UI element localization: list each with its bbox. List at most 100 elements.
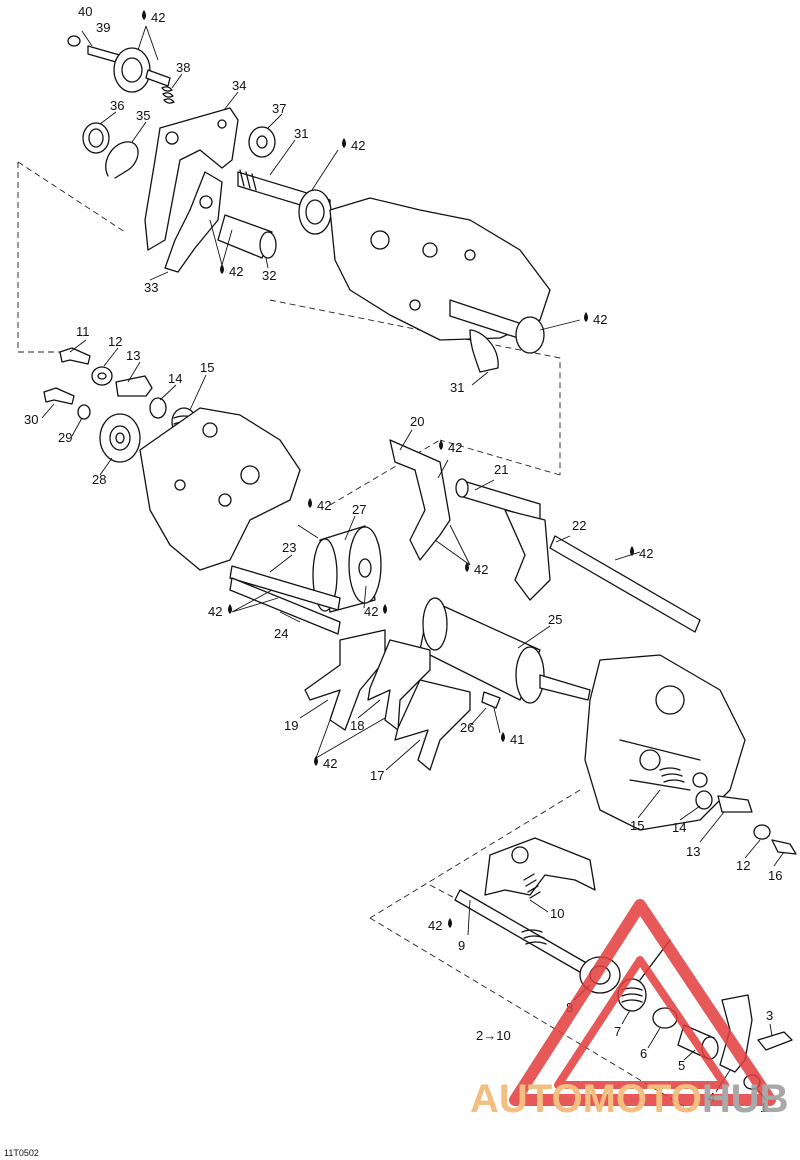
spring-10	[523, 873, 541, 899]
rod-23	[229, 565, 341, 611]
rod-24	[229, 577, 341, 635]
shaft-31	[237, 169, 332, 235]
leader-lines	[41, 25, 785, 1101]
lube-label: 42	[229, 264, 243, 279]
callout-labels: 40 39 38 37 36 35 34 33 32 31 31 30 29 2…	[24, 4, 782, 1115]
bolt-11	[59, 347, 91, 365]
callout-11: 11	[76, 324, 90, 339]
washer-40	[67, 35, 81, 47]
callout-24: 24	[274, 626, 288, 641]
lube-label: 42	[474, 562, 488, 577]
callout-10: 10	[550, 906, 564, 921]
lube-label: 42	[208, 604, 222, 619]
bushing-36	[82, 122, 110, 154]
callout-16: 16	[768, 868, 782, 883]
shift-drum-27	[312, 525, 382, 613]
lever-33	[164, 171, 223, 273]
lube-label: 42	[364, 604, 378, 619]
washer-37	[248, 126, 276, 158]
washer-29	[77, 404, 91, 420]
bracket-13	[115, 375, 153, 397]
lube-label: 42	[323, 756, 337, 771]
rod-22	[549, 535, 701, 633]
callout-3: 3	[766, 1008, 773, 1023]
shift-fork-18	[367, 639, 431, 731]
callout-13-right: 13	[686, 844, 700, 859]
housing-cover	[584, 654, 746, 831]
callout-23: 23	[282, 540, 296, 555]
callout-14-right: 14	[672, 820, 686, 835]
washer-14	[149, 397, 167, 419]
callout-25: 25	[548, 612, 562, 627]
lube-label: 42	[151, 10, 165, 25]
washer-12-right	[753, 824, 771, 840]
callout-12-left: 12	[108, 334, 122, 349]
callout-17: 17	[370, 768, 384, 783]
drop-icon	[439, 440, 443, 450]
bolt-16	[771, 839, 797, 855]
shift-fork-17	[394, 679, 471, 771]
shift-fork-21	[455, 478, 551, 601]
svg-text:AUTOMOTOHUB: AUTOMOTOHUB	[470, 1077, 789, 1121]
lube-label: 42	[351, 138, 365, 153]
lube-label: 42	[317, 498, 331, 513]
spring-35	[105, 141, 139, 179]
callout-32: 32	[262, 268, 276, 283]
pin-32	[217, 214, 277, 259]
diagram-code: 11T0502	[4, 1148, 39, 1158]
lube-code-labels: 42 42 42 42 42 42 42 42 42 42 41 42 42	[151, 10, 653, 933]
callout-39: 39	[96, 20, 110, 35]
bolt-3	[757, 1031, 793, 1051]
callout-9: 9	[458, 938, 465, 953]
lever-plate-34	[144, 107, 239, 251]
spring-shaft	[521, 929, 547, 945]
lube-label: 42	[448, 440, 462, 455]
drop-icon	[220, 264, 224, 274]
callout-31-top: 31	[294, 126, 308, 141]
lube-drop-icons	[142, 10, 634, 928]
lube-label: 42	[428, 918, 442, 933]
lube-label-41: 41	[510, 732, 524, 747]
shift-shaft-9	[454, 837, 596, 976]
washer-14-right	[695, 790, 713, 810]
watermark-logo: AUTOMOTOHUB	[470, 899, 789, 1121]
callout-6: 6	[640, 1046, 647, 1061]
callout-31-bottom: 31	[450, 380, 464, 395]
watermark-text-b: HUB	[702, 1077, 789, 1121]
watermark-triangle-icon	[509, 899, 776, 1106]
drop-icon	[630, 546, 634, 556]
lube-label: 42	[639, 546, 653, 561]
callout-27: 27	[352, 502, 366, 517]
callout-15-right: 15	[630, 818, 644, 833]
callout-12-right: 12	[736, 858, 750, 873]
gear-28	[99, 413, 141, 463]
callout-30: 30	[24, 412, 38, 427]
spring-15-right	[659, 767, 685, 783]
drop-icon	[308, 498, 312, 508]
callout-19: 19	[284, 718, 298, 733]
callout-14-left: 14	[168, 371, 182, 386]
shift-fork-20	[389, 439, 451, 561]
callout-5: 5	[678, 1058, 685, 1073]
drop-icon	[465, 562, 469, 572]
drop-icon	[142, 10, 146, 20]
callout-13-left: 13	[126, 348, 140, 363]
drop-icon	[448, 918, 452, 928]
arrow-range-label: 2→10	[476, 1028, 511, 1043]
pin-26	[481, 691, 501, 709]
drop-icon	[228, 604, 232, 614]
drop-icon	[383, 604, 387, 614]
washer-12	[91, 366, 113, 386]
callout-36: 36	[110, 98, 124, 113]
shift-drum-25	[419, 597, 591, 704]
callout-26: 26	[460, 720, 474, 735]
drop-icon	[342, 138, 346, 148]
callout-18: 18	[350, 718, 364, 733]
watermark-text-a: AUTOMOTO	[470, 1077, 702, 1121]
callout-29: 29	[58, 430, 72, 445]
callout-20: 20	[410, 414, 424, 429]
gear-shaft-39	[87, 45, 171, 93]
callout-34: 34	[232, 78, 246, 93]
watermark-inner-triangle-icon	[554, 956, 729, 1089]
